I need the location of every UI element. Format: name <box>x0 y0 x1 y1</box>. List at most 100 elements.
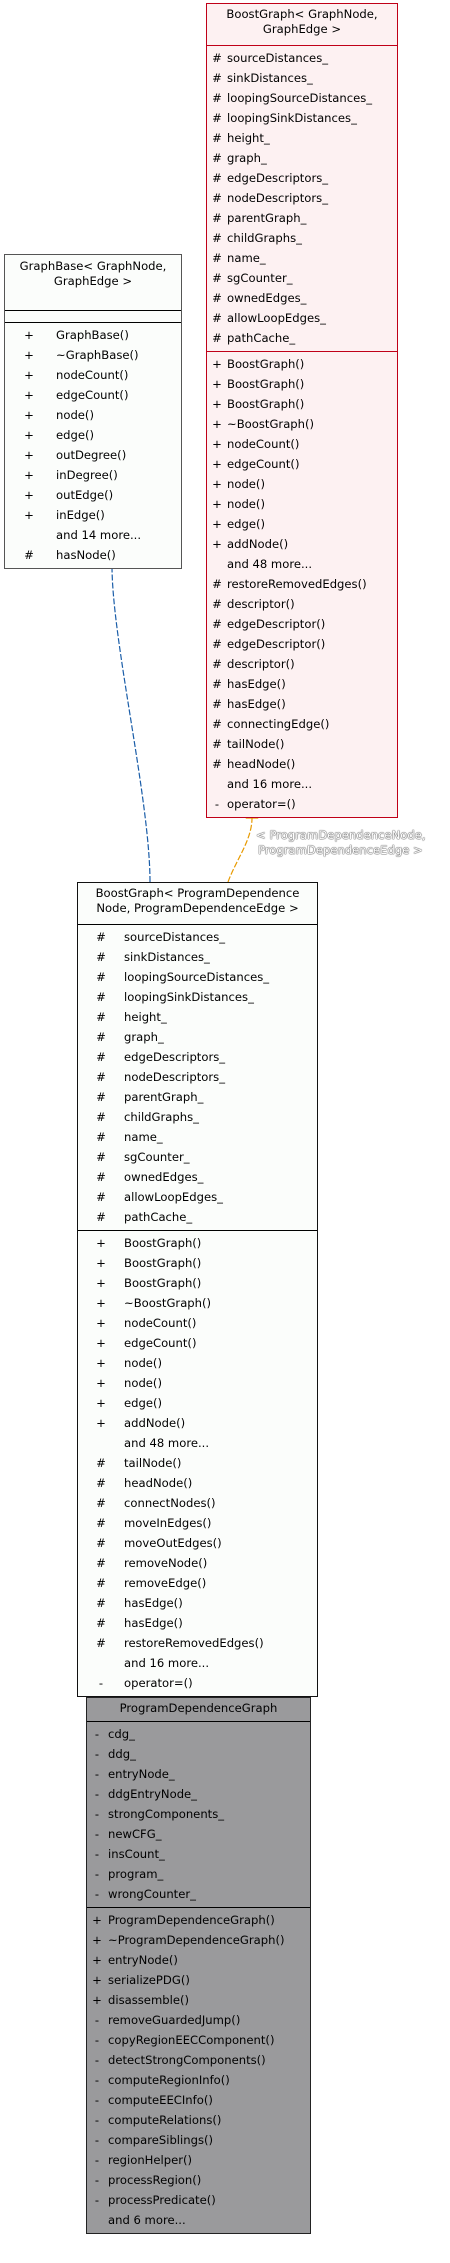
member-row[interactable]: -operator=() <box>207 794 397 814</box>
member-row[interactable]: -removeGuardedJump() <box>87 2010 310 2030</box>
class-box-program-dependence-graph[interactable]: ProgramDependenceGraph -cdg_-ddg_-entryN… <box>86 1697 311 2234</box>
member-row[interactable]: +~BoostGraph() <box>78 1293 317 1313</box>
member-row[interactable]: -ddgEntryNode_ <box>87 1784 310 1804</box>
member-row[interactable]: #hasEdge() <box>207 674 397 694</box>
member-row[interactable]: #loopingSourceDistances_ <box>78 967 317 987</box>
member-row[interactable]: +node() <box>5 405 181 425</box>
member-row[interactable]: #loopingSinkDistances_ <box>78 987 317 1007</box>
member-row[interactable]: +edge() <box>5 425 181 445</box>
member-row[interactable]: #sgCounter_ <box>78 1147 317 1167</box>
member-row[interactable]: #connectingEdge() <box>207 714 397 734</box>
member-row[interactable]: #descriptor() <box>207 594 397 614</box>
member-row[interactable]: #sinkDistances_ <box>78 947 317 967</box>
member-row[interactable]: #headNode() <box>207 754 397 774</box>
member-row[interactable]: -operator=() <box>78 1673 317 1693</box>
member-row[interactable]: #edgeDescriptors_ <box>78 1047 317 1067</box>
member-row[interactable]: #sourceDistances_ <box>78 927 317 947</box>
member-row[interactable]: +inDegree() <box>5 465 181 485</box>
member-row[interactable]: +outEdge() <box>5 485 181 505</box>
member-row[interactable]: #pathCache_ <box>78 1207 317 1227</box>
class-box-graphbase[interactable]: GraphBase< GraphNode, GraphEdge > +Graph… <box>4 254 182 569</box>
member-row[interactable]: #name_ <box>78 1127 317 1147</box>
member-row[interactable]: +entryNode() <box>87 1950 310 1970</box>
member-row[interactable]: -processRegion() <box>87 2170 310 2190</box>
member-row[interactable]: #hasEdge() <box>207 694 397 714</box>
member-row[interactable]: #restoreRemovedEdges() <box>78 1633 317 1653</box>
member-row[interactable]: #connectNodes() <box>78 1493 317 1513</box>
member-row[interactable]: -strongComponents_ <box>87 1804 310 1824</box>
member-row[interactable]: #sinkDistances_ <box>207 68 397 88</box>
member-row[interactable]: +~BoostGraph() <box>207 414 397 434</box>
member-row[interactable]: #childGraphs_ <box>78 1107 317 1127</box>
class-box-boostgraph-template[interactable]: BoostGraph< GraphNode, GraphEdge > #sour… <box>206 3 398 818</box>
member-row[interactable]: #pathCache_ <box>207 328 397 348</box>
member-row[interactable]: #allowLoopEdges_ <box>78 1187 317 1207</box>
member-row[interactable]: -cdg_ <box>87 1724 310 1744</box>
member-row[interactable]: -insCount_ <box>87 1844 310 1864</box>
member-row[interactable]: #nodeDescriptors_ <box>78 1067 317 1087</box>
member-row[interactable]: +ProgramDependenceGraph() <box>87 1910 310 1930</box>
member-row[interactable]: +nodeCount() <box>78 1313 317 1333</box>
member-row[interactable]: #hasNode() <box>5 545 181 565</box>
member-row[interactable]: -computeEECInfo() <box>87 2090 310 2110</box>
member-row[interactable]: +nodeCount() <box>5 365 181 385</box>
member-row[interactable]: +node() <box>78 1353 317 1373</box>
member-row[interactable]: +addNode() <box>207 534 397 554</box>
member-row[interactable]: #graph_ <box>207 148 397 168</box>
member-row[interactable]: +edge() <box>207 514 397 534</box>
member-row[interactable]: #moveOutEdges() <box>78 1533 317 1553</box>
member-row[interactable]: +disassemble() <box>87 1990 310 2010</box>
member-row[interactable]: #edgeDescriptor() <box>207 634 397 654</box>
member-row[interactable]: #removeNode() <box>78 1553 317 1573</box>
member-row[interactable]: #childGraphs_ <box>207 228 397 248</box>
member-row[interactable]: +BoostGraph() <box>207 354 397 374</box>
member-row[interactable]: #height_ <box>78 1007 317 1027</box>
member-row[interactable]: #nodeDescriptors_ <box>207 188 397 208</box>
member-row[interactable]: +BoostGraph() <box>78 1233 317 1253</box>
member-row[interactable]: +edgeCount() <box>78 1333 317 1353</box>
member-row[interactable]: #headNode() <box>78 1473 317 1493</box>
member-row[interactable]: -ddg_ <box>87 1744 310 1764</box>
member-row[interactable]: -wrongCounter_ <box>87 1884 310 1904</box>
member-row[interactable]: +node() <box>78 1373 317 1393</box>
member-row[interactable]: -program_ <box>87 1864 310 1884</box>
member-row[interactable]: -compareSiblings() <box>87 2130 310 2150</box>
member-row[interactable]: -detectStrongComponents() <box>87 2050 310 2070</box>
member-row[interactable]: #ownedEdges_ <box>78 1167 317 1187</box>
member-row[interactable]: #parentGraph_ <box>207 208 397 228</box>
member-row[interactable]: +BoostGraph() <box>78 1253 317 1273</box>
member-row[interactable]: -computeRelations() <box>87 2110 310 2130</box>
member-row[interactable]: +inEdge() <box>5 505 181 525</box>
member-row[interactable]: -processPredicate() <box>87 2190 310 2210</box>
member-row[interactable]: -newCFG_ <box>87 1824 310 1844</box>
member-row[interactable]: #hasEdge() <box>78 1613 317 1633</box>
member-row[interactable]: #tailNode() <box>78 1453 317 1473</box>
member-row[interactable]: -entryNode_ <box>87 1764 310 1784</box>
member-row[interactable]: +BoostGraph() <box>207 394 397 414</box>
member-row[interactable]: +edge() <box>78 1393 317 1413</box>
member-row[interactable]: #loopingSinkDistances_ <box>207 108 397 128</box>
class-box-boostgraph-pd[interactable]: BoostGraph< ProgramDependence Node, Prog… <box>77 882 318 1697</box>
member-row[interactable]: -copyRegionEECComponent() <box>87 2030 310 2050</box>
member-row[interactable]: +outDegree() <box>5 445 181 465</box>
member-row[interactable]: #parentGraph_ <box>78 1087 317 1107</box>
member-row[interactable]: #allowLoopEdges_ <box>207 308 397 328</box>
member-row[interactable]: #edgeDescriptors_ <box>207 168 397 188</box>
member-row[interactable]: +nodeCount() <box>207 434 397 454</box>
member-row[interactable]: #hasEdge() <box>78 1593 317 1613</box>
member-row[interactable]: +edgeCount() <box>207 454 397 474</box>
member-row[interactable]: #tailNode() <box>207 734 397 754</box>
member-row[interactable]: +serializePDG() <box>87 1970 310 1990</box>
member-row[interactable]: +addNode() <box>78 1413 317 1433</box>
member-row[interactable]: #name_ <box>207 248 397 268</box>
member-row[interactable]: #sgCounter_ <box>207 268 397 288</box>
member-row[interactable]: #edgeDescriptor() <box>207 614 397 634</box>
member-row[interactable]: #sourceDistances_ <box>207 48 397 68</box>
member-row[interactable]: -regionHelper() <box>87 2150 310 2170</box>
member-row[interactable]: #ownedEdges_ <box>207 288 397 308</box>
member-row[interactable]: +~ProgramDependenceGraph() <box>87 1930 310 1950</box>
member-row[interactable]: #moveInEdges() <box>78 1513 317 1533</box>
member-row[interactable]: #loopingSourceDistances_ <box>207 88 397 108</box>
member-row[interactable]: #height_ <box>207 128 397 148</box>
member-row[interactable]: #descriptor() <box>207 654 397 674</box>
